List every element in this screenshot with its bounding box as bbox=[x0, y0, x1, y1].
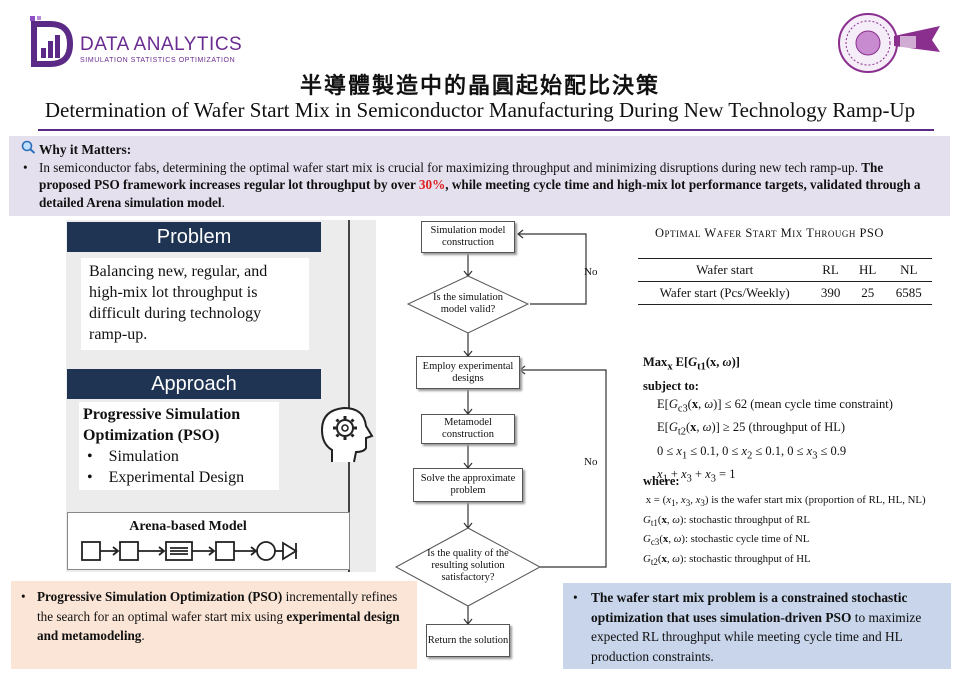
approach-box: Progressive Simulation Optimization (PSO… bbox=[79, 402, 279, 490]
arena-flow-diagram bbox=[81, 541, 298, 561]
table-cell: Wafer start (Pcs/Weekly) bbox=[659, 285, 790, 300]
flow-no-label-2: No bbox=[584, 456, 598, 468]
brand-subtitle: SIMULATION STATISTICS OPTIMIZATION bbox=[80, 57, 236, 64]
brand: DATA ANALYTICS SIMULATION STATISTICS OPT… bbox=[80, 34, 242, 64]
bullet-icon: • bbox=[573, 590, 578, 605]
objective: Maxx E[Gt1(x, ω)] bbox=[643, 355, 740, 373]
table-cell: 6585 bbox=[895, 285, 922, 300]
why-text-end: . bbox=[221, 194, 225, 210]
bullet-icon: • bbox=[23, 159, 28, 175]
pso-text: incrementally refines the search for an … bbox=[37, 589, 398, 624]
where-gc3-desc: : stochastic cycle time of NL bbox=[684, 533, 810, 546]
title-chinese: 半導體製造中的晶圓起始配比決策 bbox=[299, 73, 660, 99]
optimization-model: Maxx E[Gt1(x, ω)] subject to: E[Gc3(x, ω… bbox=[643, 353, 948, 489]
arena-model-title: Arena-based Model bbox=[129, 519, 247, 534]
brand-title: DATA ANALYTICS bbox=[80, 34, 243, 55]
flow-step-experimental-designs: Employ experimental designs bbox=[416, 356, 520, 389]
why-text-bold: The proposed PSO framework increases reg… bbox=[39, 159, 884, 193]
flow-step-return: Return the solution bbox=[426, 624, 510, 657]
approach-item: • Simulation bbox=[87, 448, 179, 465]
flow-step-metamodel: Metamodel construction bbox=[421, 414, 515, 444]
title-english: Determination of Wafer Start Mix in Semi… bbox=[44, 98, 916, 122]
approach-item-design: Experimental Design bbox=[108, 469, 245, 486]
table-title: Optimal Wafer Start Mix Through PSO bbox=[655, 226, 884, 240]
university-seal bbox=[836, 12, 944, 74]
table-header: RL bbox=[822, 262, 839, 277]
pso-bold-methods: experimental design and metamodeling bbox=[37, 608, 400, 644]
conclusion-bold: The wafer start mix problem is a constra… bbox=[591, 590, 908, 625]
panel-connector-line bbox=[348, 220, 350, 572]
problem-header: Problem bbox=[67, 222, 321, 252]
magnifier-icon bbox=[21, 140, 39, 159]
constraint-hl-desc: (throughput of HL) bbox=[748, 420, 846, 434]
where-x: x = (x1, x3, x3) is the wafer start mix … bbox=[643, 494, 926, 509]
data-analytics-logo bbox=[28, 14, 74, 68]
flow-decision-quality: Is the quality of the resulting solution… bbox=[427, 548, 509, 583]
approach-item-simulation: Simulation bbox=[108, 448, 179, 465]
flow-step-solve: Solve the approximate problem bbox=[413, 468, 523, 502]
objective-label: Max bbox=[643, 355, 668, 369]
why-text-bold-post: , while meeting cycle time and high-mix … bbox=[39, 177, 921, 210]
where-x-desc: is the wafer start mix (proportion of RL… bbox=[711, 494, 926, 506]
wafer-start-table: Wafer start RL HL NL Wafer start (Pcs/We… bbox=[638, 258, 932, 305]
problem-text: Balancing new, regular, and high-mix lot… bbox=[81, 258, 309, 350]
constraint-cycle-time: E[Gc3(x, ω)] ≤ 62 (mean cycle time const… bbox=[657, 396, 893, 415]
pso-bold-title: Progressive Simulation Optimization (PSO… bbox=[37, 589, 283, 604]
where-gt1: Gt1(x, ω): stochastic throughput of RL bbox=[643, 513, 811, 528]
table-row: Wafer start (Pcs/Weekly) 390 25 6585 bbox=[638, 282, 932, 305]
table-header: HL bbox=[859, 262, 877, 277]
why-heading-text: Why it Matters: bbox=[39, 142, 132, 157]
subject-to-label: subject to: bbox=[643, 378, 699, 393]
approach-item: • Experimental Design bbox=[87, 469, 245, 486]
why-it-matters-box: Why it Matters: • In semiconductor fabs,… bbox=[9, 136, 950, 216]
where-gt1-desc: : stochastic throughput of RL bbox=[683, 513, 811, 526]
title-divider bbox=[38, 129, 934, 131]
constraint-hl: E[Gt2(x, ω)] ≥ 25 (throughput of HL) bbox=[657, 420, 846, 438]
head-gear-icon bbox=[318, 404, 374, 466]
constraint-cycle-time-desc: (mean cycle time constraint) bbox=[750, 396, 893, 411]
arena-model-box: Arena-based Model bbox=[67, 512, 350, 570]
flowchart-connectors bbox=[394, 229, 607, 625]
approach-header: Approach bbox=[67, 369, 321, 399]
why-heading: Why it Matters: bbox=[21, 140, 938, 159]
where-gt2-desc: : stochastic throughput of HL bbox=[683, 552, 811, 565]
pso-summary-box: • Progressive Simulation Optimization (P… bbox=[11, 581, 417, 669]
where-definitions: x = (x1, x3, x3) is the wafer start mix … bbox=[643, 492, 943, 571]
bullet-icon: • bbox=[21, 589, 26, 604]
constraint-bounds: 0 ≤ x1 ≤ 0.1, 0 ≤ x2 ≤ 0.1, 0 ≤ x3 ≤ 0.9 bbox=[657, 443, 847, 462]
conclusion-text: to maximize expected RL throughput while… bbox=[591, 609, 922, 664]
why-text: • In semiconductor fabs, determining the… bbox=[21, 159, 938, 212]
why-text-plain: In semiconductor fabs, determining the o… bbox=[39, 159, 862, 175]
table-header-row: Wafer start RL HL NL bbox=[638, 258, 932, 282]
table-header: Wafer start bbox=[696, 262, 754, 277]
flow-step-model-construction: Simulation model construction bbox=[421, 221, 515, 253]
where-heading: where: bbox=[643, 474, 943, 489]
constraint-sum: x1 + x3 + x3 = 1 bbox=[657, 467, 736, 485]
why-text-highlight: 30% bbox=[418, 177, 446, 192]
table-cell: 25 bbox=[861, 285, 875, 300]
table-cell: 390 bbox=[820, 285, 841, 300]
where-gc3: Gc3(x, ω): stochastic cycle time of NL bbox=[643, 533, 810, 548]
table-header: NL bbox=[900, 262, 918, 277]
subject-to: subject to: bbox=[643, 377, 948, 395]
where-gt2: Gt2(x, ω): stochastic throughput of HL bbox=[643, 552, 811, 568]
approach-heading: Progressive Simulation Optimization (PSO… bbox=[83, 406, 241, 444]
conclusion-box: • The wafer start mix problem is a const… bbox=[563, 583, 951, 669]
flow-no-label-1: No bbox=[584, 266, 598, 278]
where-label: where: bbox=[643, 474, 680, 488]
flow-decision-valid: Is the simulation model valid? bbox=[433, 292, 503, 315]
pso-text-end: . bbox=[141, 628, 145, 643]
